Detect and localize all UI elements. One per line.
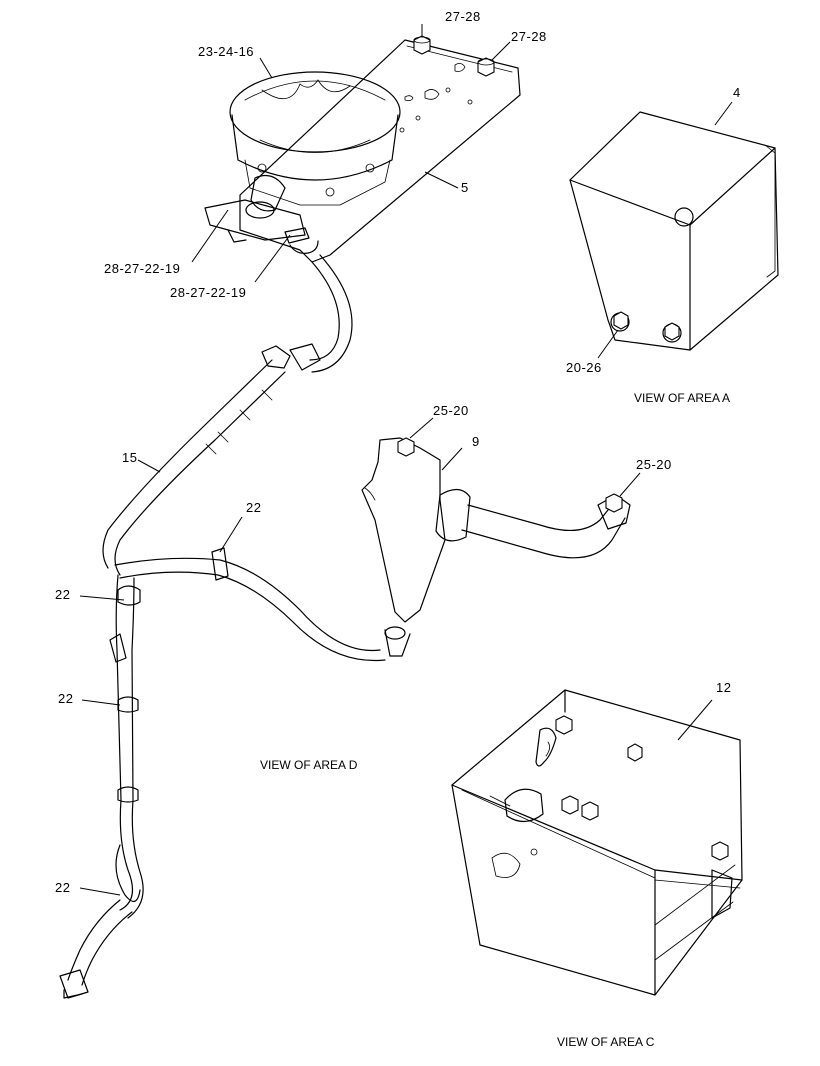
callout-9: 9 <box>472 434 480 449</box>
mounting-plate-5 <box>239 39 521 263</box>
nut-27-28-right <box>477 57 495 77</box>
callout-22-c: 22 <box>58 691 73 706</box>
callout-22-a: 22 <box>246 500 261 515</box>
callout-27-28-right: 27-28 <box>511 29 547 44</box>
round-housing <box>229 71 401 206</box>
caption-view-c: VIEW OF AREA C <box>557 1035 655 1049</box>
connector-bracket <box>204 175 319 254</box>
cover-4 <box>569 111 779 351</box>
callout-15: 15 <box>122 450 137 465</box>
caption-view-a: VIEW OF AREA A <box>634 391 730 405</box>
caption-view-d: VIEW OF AREA D <box>260 758 358 772</box>
callout-20-26: 20-26 <box>566 360 602 375</box>
callout-27-28-top: 27-28 <box>445 9 481 24</box>
wire-harness-15 <box>59 254 411 999</box>
cover-12 <box>451 689 743 996</box>
callout-5: 5 <box>461 180 469 195</box>
callout-12: 12 <box>716 680 731 695</box>
callout-28-27-22-19-b: 28-27-22-19 <box>170 285 246 300</box>
callout-22-b: 22 <box>55 587 70 602</box>
callout-25-20-a: 25-20 <box>433 403 469 418</box>
callout-leaders <box>79 24 733 896</box>
callout-23-24-16: 23-24-16 <box>198 44 254 59</box>
callout-28-27-22-19-a: 28-27-22-19 <box>104 261 180 276</box>
callout-22-d: 22 <box>55 880 70 895</box>
bracket-9 <box>361 437 631 623</box>
nut-27-28-top <box>413 35 431 55</box>
callout-4: 4 <box>733 85 741 100</box>
callout-25-20-b: 25-20 <box>636 457 672 472</box>
